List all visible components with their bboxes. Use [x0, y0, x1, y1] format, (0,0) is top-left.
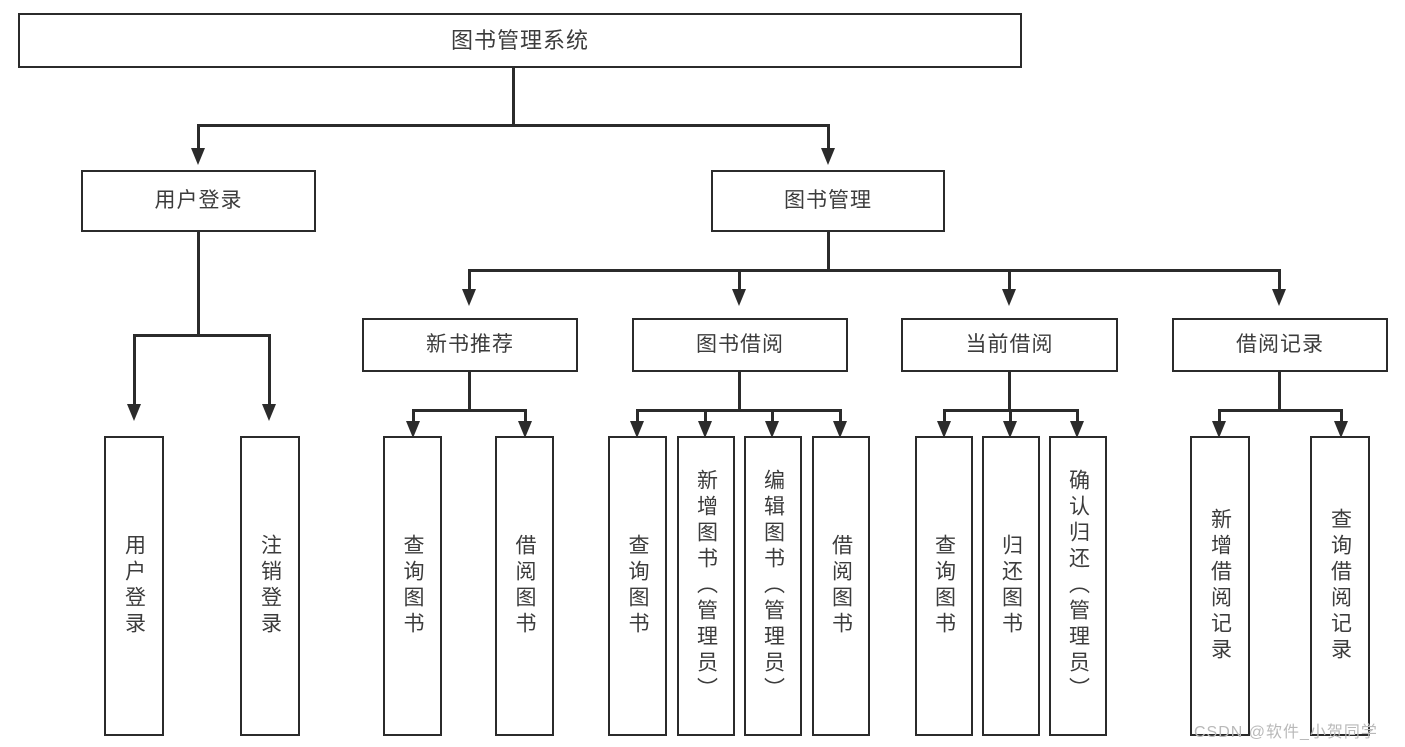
node-label: 图书管理系统 [450, 27, 589, 53]
arrow-to-book-management [821, 148, 835, 165]
leaf-logout[interactable]: 注销登录 [240, 436, 300, 736]
node-label: 查询图书 [401, 534, 424, 638]
node-label: 图书借阅 [696, 332, 784, 356]
connector-root-stem [512, 68, 515, 126]
connector-book-borrow-stem [738, 372, 741, 411]
arrow-to-br-1 [1212, 421, 1226, 438]
connector-book-management-rail [468, 269, 1280, 272]
arrow-to-new-book [462, 289, 476, 306]
arrow-to-nb-1 [406, 421, 420, 438]
arrow-to-bb-4 [833, 421, 847, 438]
node-book-borrow[interactable]: 图书借阅 [632, 318, 848, 372]
arrow-to-book-borrow [732, 289, 746, 306]
arrow-to-leaf-logout [262, 404, 276, 421]
connector-user-login-rail [133, 334, 270, 337]
connector-drop-leaf-user-login [133, 334, 136, 406]
node-user-login[interactable]: 用户登录 [81, 170, 316, 232]
leaf-query-borrow-record[interactable]: 查询借阅记录 [1310, 436, 1370, 736]
arrow-to-bb-2 [698, 421, 712, 438]
arrow-to-nb-2 [518, 421, 532, 438]
connector-drop-leaf-logout [268, 334, 271, 406]
connector-drop-cb-1 [943, 409, 946, 423]
node-label: 新增图书（管理员） [694, 469, 718, 703]
connector-borrow-record-rail [1218, 409, 1342, 412]
connector-drop-bb-3 [771, 409, 774, 423]
node-book-management[interactable]: 图书管理 [711, 170, 945, 232]
leaf-query-book-borrow[interactable]: 查询图书 [608, 436, 667, 736]
connector-drop-user-login [197, 124, 200, 150]
node-root-book-management-system[interactable]: 图书管理系统 [18, 13, 1022, 68]
connector-drop-bb-2 [704, 409, 707, 423]
connector-drop-br-2 [1340, 409, 1343, 423]
connector-drop-nb-1 [412, 409, 415, 423]
node-label: 查询图书 [626, 534, 649, 638]
arrow-to-bb-3 [765, 421, 779, 438]
node-label: 新增借阅记录 [1208, 508, 1232, 664]
leaf-query-book-new[interactable]: 查询图书 [383, 436, 442, 736]
connector-drop-bb-1 [636, 409, 639, 423]
leaf-add-book-admin[interactable]: 新增图书（管理员） [677, 436, 735, 736]
node-label: 查询图书 [932, 534, 956, 638]
leaf-return-book[interactable]: 归还图书 [982, 436, 1040, 736]
node-label: 新书推荐 [426, 332, 514, 356]
leaf-user-login[interactable]: 用户登录 [104, 436, 164, 736]
node-current-borrow[interactable]: 当前借阅 [901, 318, 1118, 372]
leaf-borrow-book[interactable]: 借阅图书 [812, 436, 870, 736]
arrow-to-user-login [191, 148, 205, 165]
connector-drop-book-management [827, 124, 830, 150]
connector-current-borrow-stem [1008, 372, 1011, 411]
connector-book-management-stem [827, 232, 830, 271]
node-borrow-record[interactable]: 借阅记录 [1172, 318, 1388, 372]
arrow-to-cb-3 [1070, 421, 1084, 438]
arrow-to-borrow-record [1272, 289, 1286, 306]
node-label: 归还图书 [999, 534, 1023, 638]
node-label: 查询借阅记录 [1328, 508, 1352, 664]
connector-new-book-rail [412, 409, 526, 412]
leaf-add-borrow-record[interactable]: 新增借阅记录 [1190, 436, 1250, 736]
connector-drop-book-borrow [738, 269, 741, 291]
arrow-to-bb-1 [630, 421, 644, 438]
node-label: 用户登录 [154, 188, 243, 212]
connector-drop-br-1 [1218, 409, 1221, 423]
arrow-to-br-2 [1334, 421, 1348, 438]
node-label: 借阅图书 [513, 534, 536, 638]
leaf-confirm-return-admin[interactable]: 确认归还（管理员） [1049, 436, 1107, 736]
node-label: 编辑图书（管理员） [761, 469, 785, 703]
node-label: 借阅图书 [829, 534, 853, 638]
leaf-query-book-current[interactable]: 查询图书 [915, 436, 973, 736]
arrow-to-current-borrow [1002, 289, 1016, 306]
connector-new-book-stem [468, 372, 471, 411]
connector-drop-new-book [468, 269, 471, 291]
arrow-to-cb-1 [937, 421, 951, 438]
node-label: 图书管理 [784, 188, 872, 212]
connector-drop-cb-2 [1009, 409, 1012, 423]
leaf-borrow-book-new[interactable]: 借阅图书 [495, 436, 554, 736]
node-label: 用户登录 [122, 534, 146, 638]
node-label: 确认归还（管理员） [1066, 469, 1090, 703]
connector-root-rail [197, 124, 830, 127]
node-new-book-recommend[interactable]: 新书推荐 [362, 318, 578, 372]
node-label: 注销登录 [258, 534, 282, 638]
leaf-edit-book-admin[interactable]: 编辑图书（管理员） [744, 436, 802, 736]
arrow-to-leaf-user-login [127, 404, 141, 421]
node-label: 当前借阅 [965, 332, 1054, 356]
arrow-to-cb-2 [1003, 421, 1017, 438]
connector-drop-nb-2 [524, 409, 527, 423]
connector-book-borrow-rail [636, 409, 841, 412]
connector-borrow-record-stem [1278, 372, 1281, 411]
connector-drop-cb-3 [1076, 409, 1079, 423]
connector-drop-current-borrow [1008, 269, 1011, 291]
connector-user-login-stem [197, 232, 200, 336]
connector-drop-borrow-record [1278, 269, 1281, 291]
node-label: 借阅记录 [1236, 332, 1324, 356]
connector-drop-bb-4 [839, 409, 842, 423]
